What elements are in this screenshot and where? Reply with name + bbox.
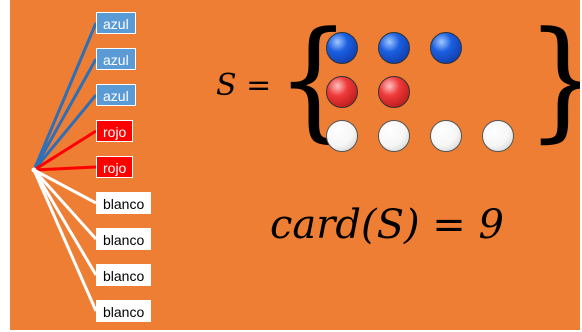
ball-blue: [430, 32, 462, 64]
ball-white: [482, 120, 514, 152]
ball-red: [378, 76, 410, 108]
set-name: S =: [216, 68, 272, 103]
branch-line-red: [33, 165, 97, 172]
branch-line-white: [33, 168, 97, 205]
branch-label-red: rojo: [96, 156, 134, 178]
branch-line-white: [32, 168, 98, 241]
branch-line-blue: [32, 22, 98, 171]
branch-label-red: rojo: [96, 120, 134, 142]
branch-label-white: blanco: [96, 228, 152, 250]
branch-label-white: blanco: [96, 192, 152, 214]
ball-white: [326, 120, 358, 152]
ball-white: [430, 120, 462, 152]
tree-root: [31, 167, 37, 173]
branch-label-blue: azul: [96, 48, 136, 70]
branch-line-white: [32, 169, 98, 312]
branch-label-white: blanco: [96, 264, 152, 286]
branch-label-blue: azul: [96, 12, 136, 34]
branch-line-blue: [32, 58, 98, 171]
branch-label-white: blanco: [96, 300, 152, 322]
cardinality-equation: card(S) = 9: [270, 202, 504, 248]
ball-white: [378, 120, 410, 152]
diagram-canvas: azul azul azul rojo rojo blanco blanco blanco bl…: [10, 0, 580, 330]
tree-lines: [31, 22, 98, 312]
branch-line-blue: [32, 94, 98, 171]
ball-blue: [378, 32, 410, 64]
branch-label-blue: azul: [96, 84, 136, 106]
ball-red: [326, 76, 358, 108]
right-brace: }: [526, 14, 580, 144]
branch-line-white: [32, 169, 98, 276]
branch-line-red: [33, 129, 97, 172]
ball-blue: [326, 32, 358, 64]
